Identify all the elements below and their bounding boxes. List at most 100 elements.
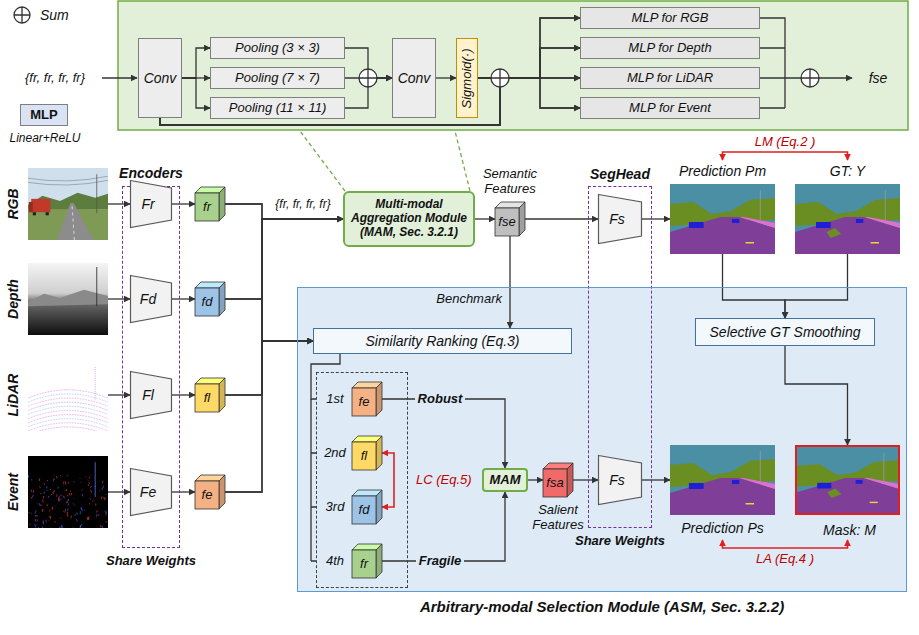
text-frame: Salient Features bbox=[516, 501, 600, 535]
image-stroke bbox=[51, 494, 52, 495]
segmentation-image: Prediction Ps bbox=[670, 445, 775, 515]
image-stroke bbox=[28, 402, 108, 410]
mlp-box: MLP for RGB bbox=[580, 7, 760, 29]
input-image: LiDAR bbox=[28, 359, 108, 431]
connector-arrow bbox=[475, 218, 495, 219]
node-label: MLP for Depth bbox=[628, 41, 711, 56]
image-stroke bbox=[33, 490, 35, 493]
feature-cube: fe bbox=[195, 475, 225, 509]
image-stroke bbox=[760, 451, 761, 481]
cube-side bbox=[376, 490, 382, 524]
image-stroke bbox=[104, 511, 105, 513]
image-stroke bbox=[58, 487, 59, 489]
image-stroke bbox=[80, 525, 81, 528]
sum-symbol bbox=[801, 69, 819, 87]
text-frame: Fe bbox=[130, 468, 166, 516]
image-stroke bbox=[44, 492, 45, 494]
node-heading: Share Weights bbox=[106, 554, 196, 569]
node-heading: fe bbox=[202, 488, 213, 503]
text-frame: Sigmoid(·) bbox=[457, 39, 477, 117]
image-stroke bbox=[35, 519, 36, 522]
image-region bbox=[28, 263, 108, 335]
image-region bbox=[46, 212, 49, 215]
sum-circle bbox=[359, 69, 377, 87]
trapezoid-outline bbox=[131, 372, 172, 419]
feature-cube: fl bbox=[195, 378, 225, 412]
node-heading: fsa bbox=[546, 476, 563, 491]
node-heading: fe bbox=[359, 395, 370, 410]
image-stroke bbox=[65, 482, 67, 485]
image-stroke bbox=[105, 493, 106, 495]
image-stroke bbox=[53, 490, 54, 492]
image-stroke bbox=[45, 520, 47, 523]
image-stroke bbox=[37, 515, 39, 516]
image-region bbox=[689, 222, 704, 228]
node-heading: fd bbox=[359, 503, 370, 518]
image-region bbox=[827, 228, 842, 238]
edge-label-frame: Benchmark bbox=[420, 291, 504, 307]
node-label: Sigmoid(·) bbox=[460, 48, 475, 108]
image-illustration bbox=[670, 445, 775, 515]
image-stroke bbox=[43, 496, 44, 498]
connector-arrow bbox=[723, 254, 786, 318]
legend-item: Sum bbox=[12, 5, 69, 25]
image-stroke bbox=[81, 524, 83, 526]
node-heading: LiDAR bbox=[5, 374, 21, 417]
image-stroke bbox=[55, 505, 57, 507]
image-stroke bbox=[99, 490, 100, 492]
cube-side bbox=[376, 436, 382, 470]
cube-front bbox=[352, 388, 376, 416]
image-stroke bbox=[96, 514, 97, 517]
text-frame: Fs bbox=[598, 194, 636, 244]
node-heading: Fr bbox=[141, 196, 154, 212]
image-stroke bbox=[87, 479, 89, 481]
image-stroke bbox=[28, 410, 108, 418]
image-stroke bbox=[28, 394, 108, 402]
text-frame: 4th bbox=[319, 552, 351, 570]
image-stroke bbox=[66, 501, 67, 503]
image-stroke bbox=[46, 486, 47, 488]
image-stroke bbox=[36, 524, 38, 526]
image-region bbox=[739, 217, 775, 228]
image-stroke bbox=[52, 507, 53, 510]
sigmoid-box: Sigmoid(·) bbox=[456, 38, 478, 118]
image-stroke bbox=[103, 486, 104, 488]
feature-cube: fl bbox=[352, 436, 382, 470]
image-region bbox=[732, 480, 739, 484]
image-stroke bbox=[80, 511, 81, 514]
node-label: Pooling (11 × 11) bbox=[229, 101, 326, 116]
asm-panel-fill bbox=[297, 287, 907, 592]
image-stroke bbox=[95, 367, 96, 400]
text-frame: fe bbox=[352, 388, 376, 416]
node-label: MAM bbox=[489, 473, 520, 488]
mlp-box: MLP for LiDAR bbox=[580, 67, 760, 89]
ranking-bracket bbox=[311, 399, 316, 561]
text-frame: fr bbox=[352, 550, 376, 578]
cube-front bbox=[195, 288, 219, 316]
image-stroke bbox=[37, 519, 38, 521]
image-region bbox=[795, 217, 900, 254]
image-stroke bbox=[44, 483, 45, 484]
text-frame: fd bbox=[195, 288, 219, 316]
image-stroke bbox=[70, 516, 72, 519]
pooling-box: Pooling (7 × 7) bbox=[210, 67, 345, 89]
connector-arrow bbox=[382, 492, 505, 561]
connector-arrow bbox=[225, 204, 313, 341]
edge-label-frame: LC (Eq.5) bbox=[414, 472, 476, 488]
edge-label: LM (Eq.2 ) bbox=[753, 135, 818, 150]
image-region bbox=[689, 483, 704, 489]
feature-cube: fe bbox=[352, 382, 382, 416]
image-stroke bbox=[53, 475, 55, 477]
mlp-box: MLP for Event bbox=[580, 97, 760, 119]
output-arrow bbox=[819, 77, 852, 78]
node-label: MLP for RGB bbox=[632, 11, 709, 26]
image-stroke bbox=[28, 390, 108, 398]
mlp-box: MLP for Depth bbox=[580, 37, 760, 59]
node-label: Similarity Ranking (Eq.3) bbox=[365, 333, 519, 349]
image-region bbox=[57, 203, 94, 240]
image-stroke bbox=[101, 496, 103, 499]
image-stroke bbox=[67, 499, 69, 501]
image-stroke bbox=[87, 517, 88, 519]
node-label: Pooling (3 × 3) bbox=[235, 41, 320, 56]
pooling-box: Pooling (3 × 3) bbox=[210, 37, 345, 59]
